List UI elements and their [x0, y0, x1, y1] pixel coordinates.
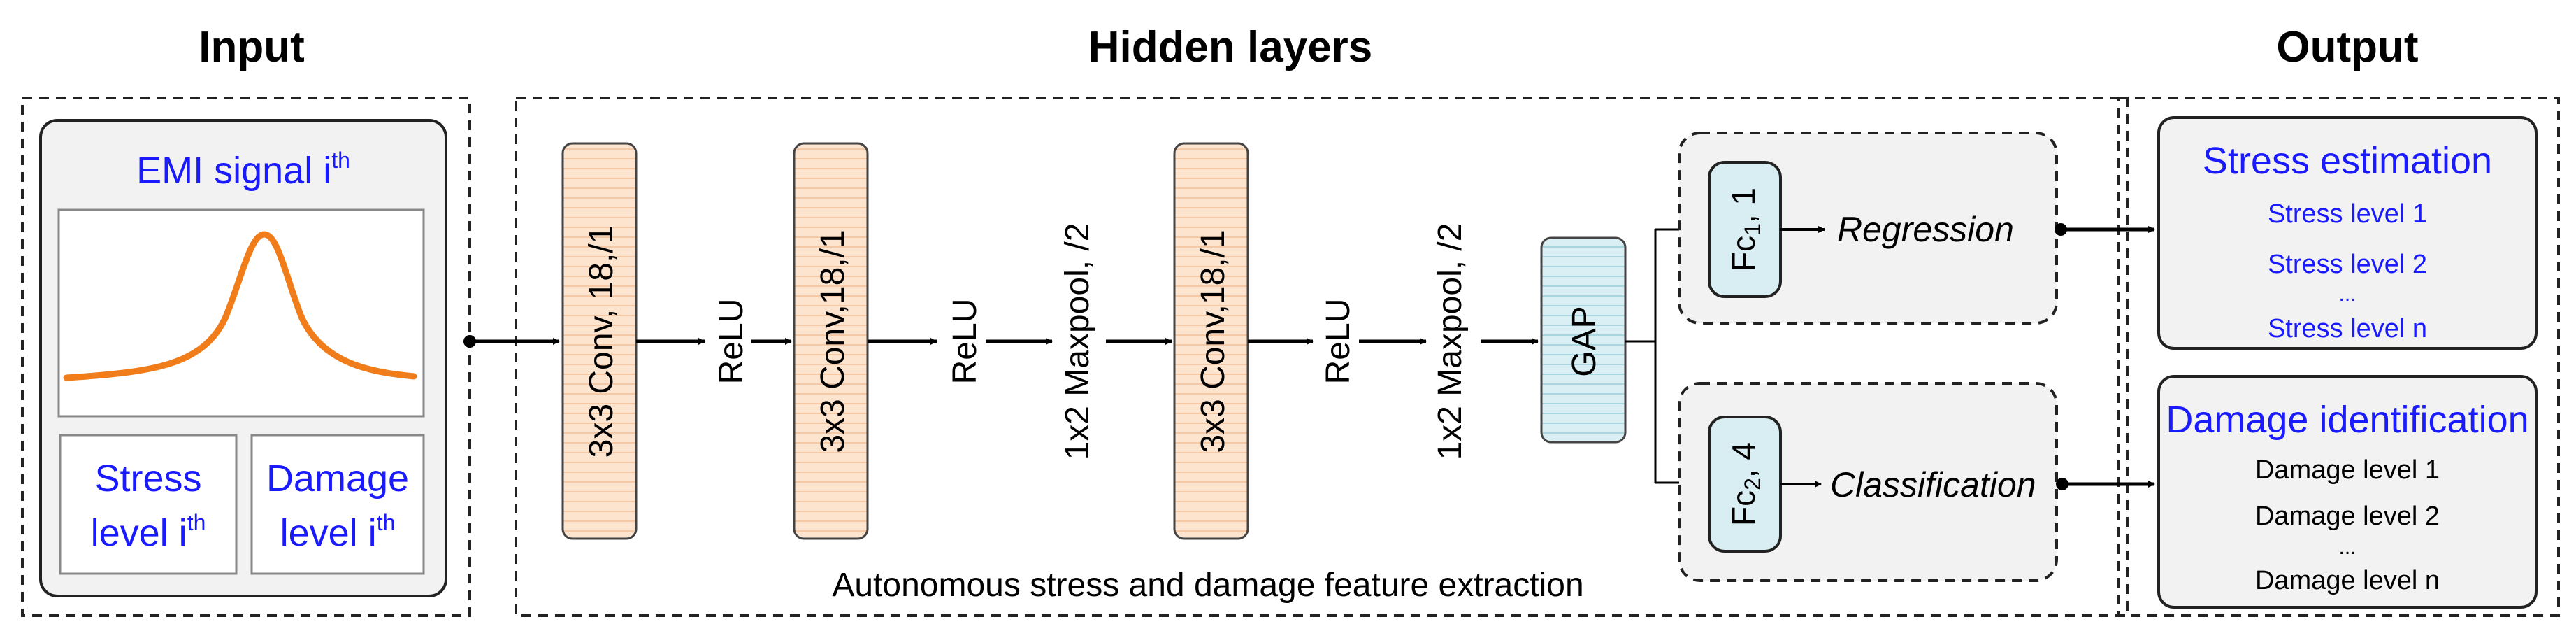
- damage-item-ellipsis: ...: [2338, 536, 2356, 559]
- conv2-label: 3x3 Conv,18,/1: [814, 229, 851, 453]
- damage-item-n: Damage level n: [2255, 566, 2440, 595]
- gap-label: GAP: [1566, 306, 1603, 376]
- stress-estimation-panel: [2157, 116, 2538, 350]
- fc2-label: Fc2, 4: [1725, 442, 1765, 526]
- emi-signal-curve: [63, 231, 417, 381]
- gap-block: [1540, 236, 1627, 444]
- section-title-hidden-layers: Hidden layers: [1088, 23, 1373, 71]
- conv1-label: 3x3 Conv, 18,/1: [583, 225, 620, 458]
- emi-signal-title: EMI signal ith: [136, 148, 350, 192]
- maxpool1-label: 1x2 Maxpool, /2: [1059, 223, 1096, 460]
- damage-level-label-line1: Damage: [266, 458, 409, 499]
- conv3-label: 3x3 Conv,18,/1: [1195, 229, 1232, 453]
- stress-level-box: [59, 434, 238, 575]
- hidden-section-border: [515, 97, 2129, 617]
- relu1-label: ReLU: [713, 299, 750, 385]
- damage-item-2: Damage level 2: [2255, 502, 2440, 531]
- regression-label: Regression: [1837, 210, 2014, 249]
- maxpool2-label: 1x2 Maxpool, /2: [1432, 223, 1469, 460]
- damage-identification-title: Damage identification: [2166, 399, 2528, 441]
- damage-identification-panel: [2157, 375, 2538, 609]
- damage-level-label-line2: level ith: [280, 510, 396, 554]
- stress-item-n: Stress level n: [2268, 314, 2427, 343]
- stress-item-1: Stress level 1: [2268, 199, 2427, 229]
- section-title-output: Output: [2276, 23, 2418, 71]
- damage-level-box: [250, 434, 425, 575]
- damage-item-1: Damage level 1: [2255, 455, 2440, 485]
- stress-item-ellipsis: ...: [2338, 283, 2356, 306]
- relu2-label: ReLU: [947, 299, 984, 385]
- stress-level-label-line2: level ith: [91, 510, 206, 554]
- fc1-label: Fc1, 1: [1725, 187, 1765, 271]
- relu3-label: ReLU: [1320, 299, 1357, 385]
- section-title-input: Input: [199, 23, 305, 71]
- stress-level-label-line1: Stress: [94, 458, 201, 499]
- output-section-border: [2117, 97, 2560, 617]
- emi-signal-plot: [57, 208, 425, 418]
- stress-estimation-title: Stress estimation: [2203, 140, 2492, 182]
- input-section-border: [21, 97, 471, 617]
- feature-extraction-caption: Autonomous stress and damage feature ext…: [832, 567, 1583, 604]
- classification-label: Classification: [1830, 465, 2036, 504]
- stress-item-2: Stress level 2: [2268, 250, 2427, 279]
